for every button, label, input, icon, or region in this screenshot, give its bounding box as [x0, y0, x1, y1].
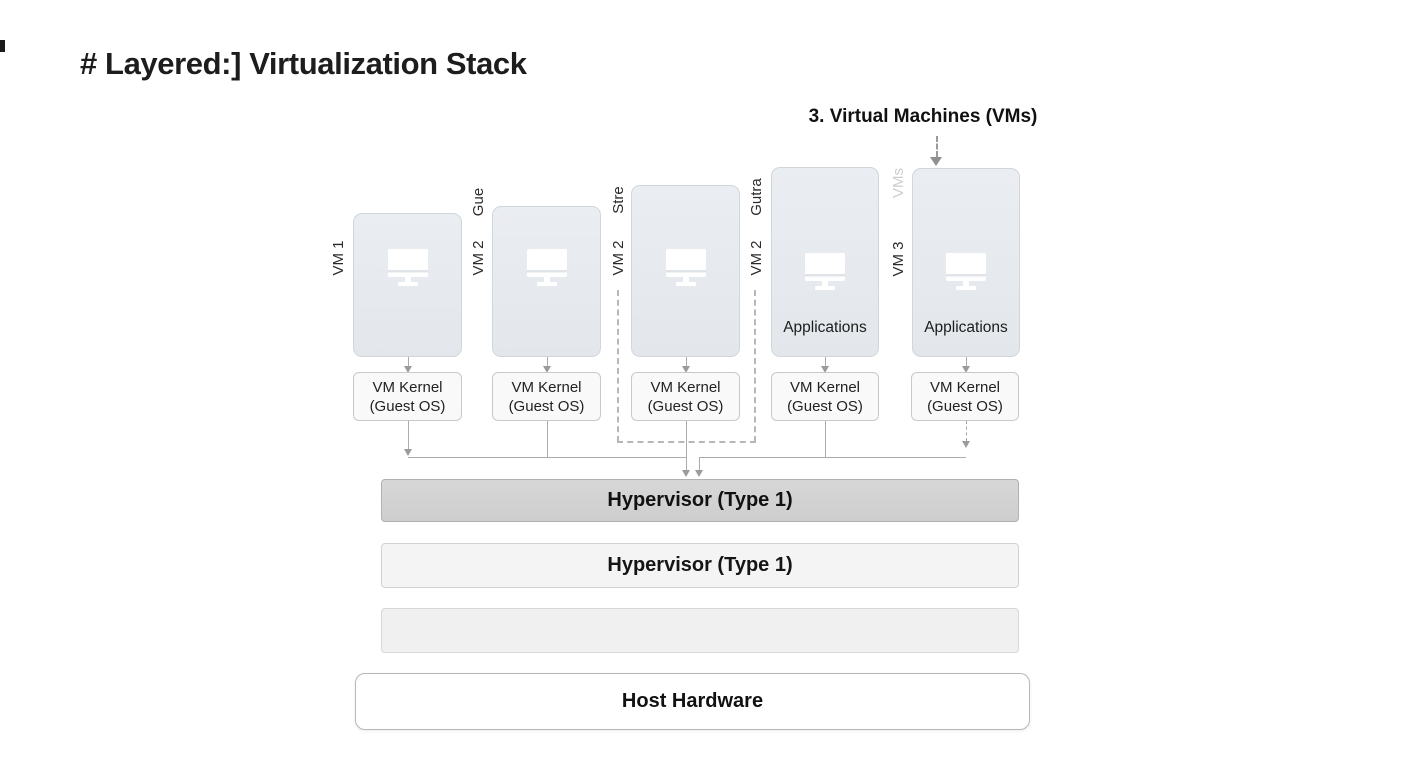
kernel-label-line2: (Guest OS)	[647, 397, 724, 415]
kernel-label-line2: (Guest OS)	[787, 397, 863, 415]
kernel-label-line1: VM Kernel	[789, 378, 861, 396]
layer-label: Host Hardware	[621, 690, 764, 712]
vm-box-4: Applications	[771, 167, 879, 357]
kernel2-drop-line	[547, 421, 548, 457]
monitor-icon	[805, 253, 845, 290]
vm4-to-kernel-line	[825, 357, 826, 366]
arrow-down-icon	[820, 366, 829, 373]
vm3-to-kernel-line	[686, 357, 687, 366]
kernel-label-line1: VM Kernel	[929, 378, 1001, 396]
arrow-down-icon	[961, 441, 970, 448]
dashed-separator-right	[754, 290, 756, 442]
vm-applications-label: Applications	[924, 319, 1008, 336]
arrow-down-icon	[403, 449, 412, 456]
arrow-down-icon	[403, 366, 412, 373]
kernel-label-line1: VM Kernel	[372, 378, 443, 396]
kernel-label-line2: (Guest OS)	[927, 397, 1003, 415]
kernel-box-1: VM Kernel (Guest OS)	[353, 372, 462, 421]
kernel-label-line2: (Guest OS)	[369, 397, 446, 415]
vm2-to-kernel-line	[547, 357, 548, 366]
vm3-side-label: VM 2	[610, 240, 627, 276]
dashed-separator-left	[617, 290, 619, 442]
vm5-side-label: VM 3	[890, 241, 907, 277]
kernel-box-4: VM Kernel (Guest OS)	[771, 372, 879, 421]
kernel1-drop-line	[408, 421, 409, 449]
vm4-side-label: VM 2	[748, 240, 765, 276]
monitor-icon	[387, 249, 428, 286]
kernel-box-3: VM Kernel (Guest OS)	[631, 372, 740, 421]
vm-box-2	[492, 206, 601, 357]
layer-label: Hypervisor (Type 1)	[607, 489, 793, 511]
vm-box-1	[353, 213, 462, 357]
layer-hypervisor-secondary: Hypervisor (Type 1)	[381, 543, 1019, 588]
layer-label: Hypervisor (Type 1)	[607, 554, 793, 576]
connector-bus-right	[699, 457, 966, 458]
kernel-box-2: VM Kernel (Guest OS)	[492, 372, 601, 421]
arrow-down-icon	[961, 366, 970, 373]
layer-blank	[381, 608, 1019, 653]
vm1-side-label: VM 1	[330, 240, 347, 276]
kernel3-drop-line	[686, 421, 687, 470]
arrow-down-icon	[694, 470, 703, 477]
arrow-down-icon	[542, 366, 551, 373]
vm5-to-kernel-line	[966, 357, 967, 366]
kernel4-drop-line	[825, 421, 826, 457]
monitor-icon	[946, 253, 986, 290]
kernel5-dashed-drop-line	[966, 421, 967, 441]
connector-bus-left	[408, 457, 687, 458]
kernel-label-line1: VM Kernel	[650, 378, 721, 396]
vms-section-title: 3. Virtual Machines (VMs)	[808, 106, 1038, 127]
vm2-side-label: VM 2	[470, 240, 487, 276]
bus-right-corner-drop	[699, 457, 700, 470]
vm-applications-label: Applications	[783, 319, 867, 336]
vm-box-5: Applications	[912, 168, 1020, 357]
arrow-down-icon	[930, 157, 942, 166]
layer-hypervisor-primary: Hypervisor (Type 1)	[381, 479, 1019, 522]
vms-pointer-dashed-line	[936, 136, 938, 157]
vm-box-3	[631, 185, 740, 357]
vm1-to-kernel-line	[408, 357, 409, 366]
kernel-label-line1: VM Kernel	[511, 378, 582, 396]
kernel-label-line2: (Guest OS)	[508, 397, 585, 415]
monitor-icon	[526, 249, 567, 286]
page-title: # Layered:] Virtualization Stack	[80, 46, 527, 81]
arrow-down-icon	[681, 470, 690, 477]
monitor-icon	[665, 249, 706, 286]
screen-edge-artifact	[0, 40, 5, 52]
kernel-box-5: VM Kernel (Guest OS)	[911, 372, 1019, 421]
arrow-down-icon	[681, 366, 690, 373]
layer-host-hardware: Host Hardware	[355, 673, 1030, 730]
